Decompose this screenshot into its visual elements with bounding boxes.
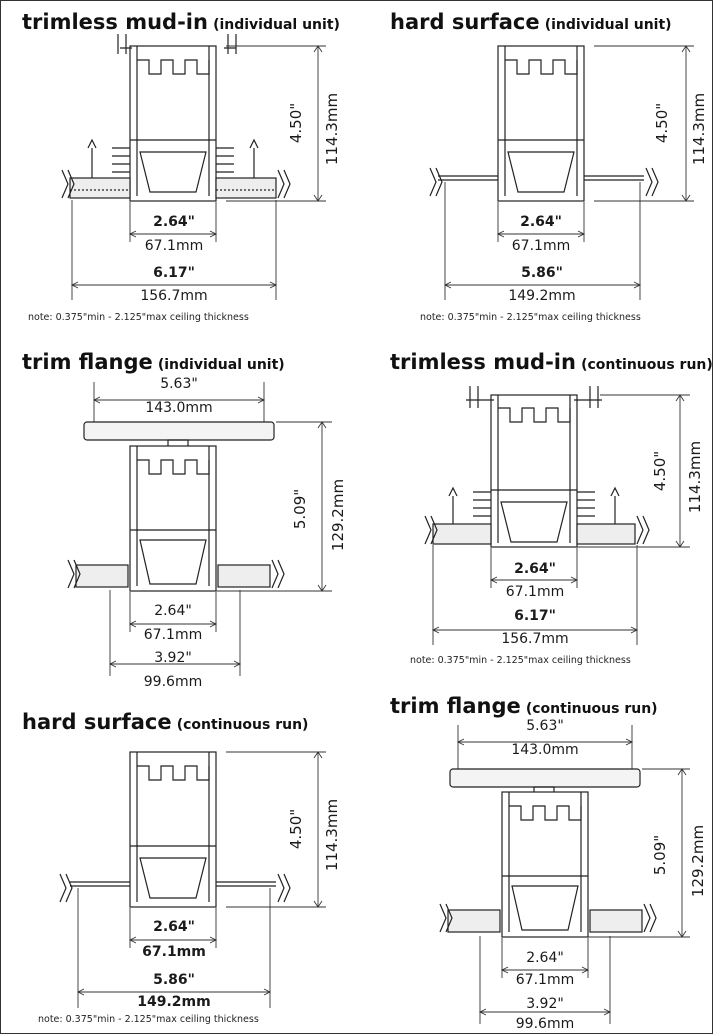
panel-2-inner-mm: 67.1mm bbox=[511, 238, 571, 254]
panel-5-note: note: 0.375"min - 2.125"max ceiling thic… bbox=[38, 1014, 259, 1025]
panel-5-outer-mm: 149.2mm bbox=[137, 994, 211, 1010]
panel-1-title: trimless mud-in (individual unit) bbox=[22, 10, 340, 34]
panel-1-outer-mm: 156.7mm bbox=[140, 288, 208, 304]
panel-5-inner-mm: 67.1mm bbox=[142, 944, 206, 960]
panel-6-outer-in: 3.92" bbox=[526, 996, 564, 1012]
panel-6-height-in: 5.09" bbox=[651, 834, 670, 876]
panel-4-inner-mm: 67.1mm bbox=[505, 584, 565, 600]
panel-4-outer-mm: 156.7mm bbox=[501, 631, 569, 647]
panel-6-height-mm: 129.2mm bbox=[689, 824, 708, 898]
panel-3-title: trim flange (individual unit) bbox=[22, 350, 285, 374]
panel-2-title: hard surface (individual unit) bbox=[390, 10, 672, 34]
panel-2-outer-in: 5.86" bbox=[521, 265, 563, 281]
panel-6-inner-mm: 67.1mm bbox=[515, 972, 575, 988]
panel-2-outer-mm: 149.2mm bbox=[508, 288, 576, 304]
panel-3-flange-mm: 143.0mm bbox=[145, 400, 213, 416]
panel-6-flange-in: 5.63" bbox=[526, 718, 564, 734]
panel-4-title: trimless mud-in (continuous run) bbox=[390, 350, 713, 374]
panel-1-outer-in: 6.17" bbox=[153, 265, 195, 281]
panel-6-title: trim flange (continuous run) bbox=[390, 694, 658, 718]
panel-3-outer-in: 3.92" bbox=[154, 650, 192, 666]
panel-5-title: hard surface (continuous run) bbox=[22, 710, 309, 734]
panel-1-note: note: 0.375"min - 2.125"max ceiling thic… bbox=[28, 312, 249, 323]
panel-6-flange-mm: 143.0mm bbox=[511, 742, 579, 758]
panel-3-outer-mm: 99.6mm bbox=[143, 674, 203, 690]
panel-3-flange-in: 5.63" bbox=[160, 376, 198, 392]
panel-2-inner-in: 2.64" bbox=[520, 214, 562, 230]
panel-5-outer-in: 5.86" bbox=[153, 972, 195, 988]
panel-6-inner-in: 2.64" bbox=[526, 950, 564, 966]
panel-2-note: note: 0.375"min - 2.125"max ceiling thic… bbox=[420, 312, 641, 323]
panel-5-inner-in: 2.64" bbox=[153, 919, 195, 935]
panel-3-inner-mm: 67.1mm bbox=[143, 627, 203, 643]
panel-1-inner-mm: 67.1mm bbox=[144, 238, 204, 254]
panel-6-outer-mm: 99.6mm bbox=[515, 1016, 575, 1032]
panel-4-inner-in: 2.64" bbox=[514, 561, 556, 577]
panel-1-inner-in: 2.64" bbox=[153, 214, 195, 230]
panel-3-inner-in: 2.64" bbox=[154, 603, 192, 619]
panel-4-outer-in: 6.17" bbox=[514, 608, 556, 624]
panel-4-note: note: 0.375"min - 2.125"max ceiling thic… bbox=[410, 655, 631, 666]
